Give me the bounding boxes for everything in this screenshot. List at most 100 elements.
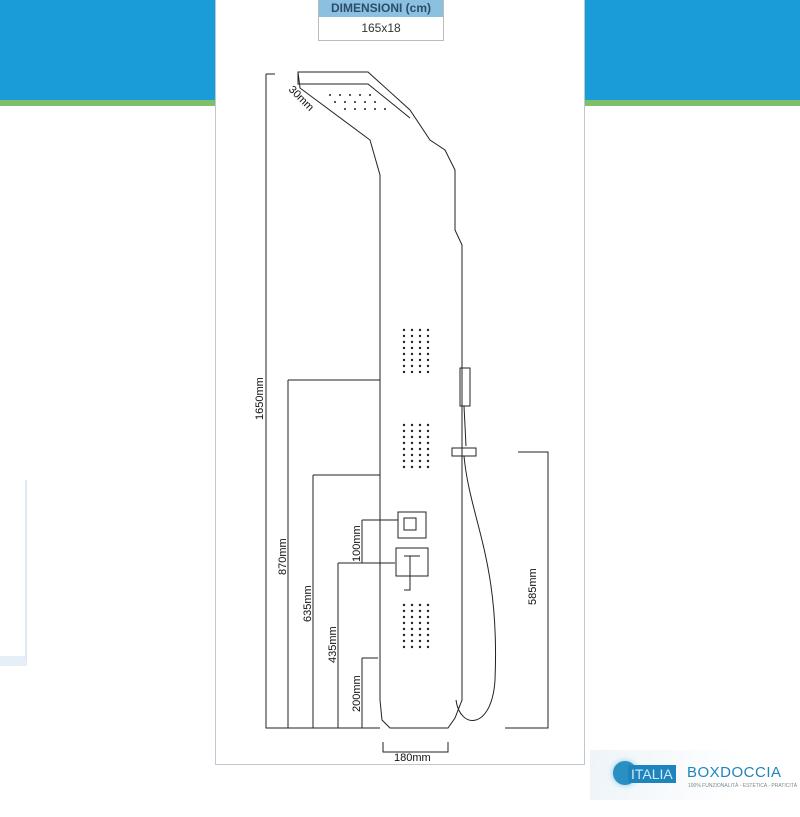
jet-nozzle <box>402 334 406 338</box>
jet-nozzle <box>402 423 406 427</box>
jet-nozzle <box>426 370 430 374</box>
jet-nozzle <box>410 453 414 457</box>
mixer-lever <box>404 555 420 591</box>
jet-nozzle <box>410 358 414 362</box>
jet-nozzle <box>402 340 406 344</box>
dimensions-value: 165x18 <box>319 17 443 40</box>
jet-nozzle <box>410 603 414 607</box>
jet-nozzle <box>410 609 414 613</box>
jet-nozzle <box>418 334 422 338</box>
jet-nozzle <box>418 364 422 368</box>
dim-635 <box>312 474 380 728</box>
dimensions-table: DIMENSIONI (cm) 165x18 <box>318 0 444 41</box>
logo-italia: ITALIA <box>628 765 676 783</box>
jet-nozzle <box>426 459 430 463</box>
jet-nozzle <box>426 615 430 619</box>
jet-nozzle <box>410 435 414 439</box>
jet-nozzle <box>426 358 430 362</box>
jet-nozzle <box>426 441 430 445</box>
jet-nozzle <box>410 627 414 631</box>
hand-shower <box>459 367 471 407</box>
jet-nozzle <box>418 429 422 433</box>
dim-200 <box>361 657 378 728</box>
jet-nozzle <box>426 352 430 356</box>
jet-nozzle <box>402 615 406 619</box>
jet-nozzle <box>402 370 406 374</box>
jet-nozzle <box>410 645 414 649</box>
jet-nozzle <box>402 358 406 362</box>
jet-nozzle <box>418 423 422 427</box>
label-870mm: 870mm <box>277 538 289 575</box>
jet-nozzle <box>410 441 414 445</box>
dimensions-header: DIMENSIONI (cm) <box>319 0 443 17</box>
jet-nozzle <box>426 453 430 457</box>
jet-nozzle <box>418 346 422 350</box>
jet-nozzle <box>418 340 422 344</box>
logo-boxdoccia: BOXDOCCIA <box>687 764 782 781</box>
product-image-panel <box>215 0 585 765</box>
italiaboxdoccia-logo[interactable]: ITALIA BOXDOCCIA 100% FUNZIONALITÀ - EST… <box>590 750 800 800</box>
jet-nozzle <box>410 340 414 344</box>
label-435mm: 435mm <box>327 626 339 663</box>
jet-nozzle <box>402 645 406 649</box>
jet-nozzle <box>418 459 422 463</box>
jet-nozzle <box>410 465 414 469</box>
diverter-knob <box>403 517 417 531</box>
dim-585 <box>505 451 549 729</box>
jet-nozzle <box>402 633 406 637</box>
label-180mm: 180mm <box>394 752 431 764</box>
dim-180 <box>382 742 449 753</box>
header-band-left <box>0 0 216 106</box>
jet-nozzle <box>418 609 422 613</box>
jet-nozzle <box>410 621 414 625</box>
jet-nozzle <box>426 633 430 637</box>
jet-nozzle <box>402 627 406 631</box>
jet-nozzle <box>418 453 422 457</box>
dim-100 <box>361 519 398 563</box>
jet-nozzle <box>426 465 430 469</box>
jet-nozzle <box>402 346 406 350</box>
jet-nozzle <box>402 441 406 445</box>
jet-nozzle <box>426 447 430 451</box>
hose <box>455 455 497 721</box>
jet-nozzle <box>410 364 414 368</box>
label-585mm: 585mm <box>527 568 539 605</box>
diverter-control <box>397 511 427 539</box>
jet-nozzle <box>402 352 406 356</box>
jet-nozzle <box>410 459 414 463</box>
hand-shower-holder <box>451 405 477 457</box>
jet-nozzle <box>426 346 430 350</box>
jet-nozzle <box>418 633 422 637</box>
jet-nozzle <box>410 346 414 350</box>
jet-nozzle <box>418 465 422 469</box>
label-1650mm: 1650mm <box>254 377 266 420</box>
jet-nozzle <box>402 609 406 613</box>
body-jets <box>402 328 430 649</box>
jet-nozzle <box>426 340 430 344</box>
jet-nozzle <box>426 429 430 433</box>
jet-nozzle <box>410 352 414 356</box>
jet-nozzle <box>418 447 422 451</box>
jet-nozzle <box>402 621 406 625</box>
panel-outline <box>297 71 463 729</box>
jet-nozzle <box>426 609 430 613</box>
jet-nozzle <box>426 435 430 439</box>
mixer-control <box>395 547 429 577</box>
jet-nozzle <box>418 328 422 332</box>
jet-nozzle <box>410 370 414 374</box>
jet-nozzle <box>418 639 422 643</box>
jet-nozzle <box>426 423 430 427</box>
jet-nozzle <box>426 621 430 625</box>
jet-nozzle <box>402 453 406 457</box>
head-nozzles <box>329 94 386 110</box>
jet-nozzle <box>402 465 406 469</box>
dim-total <box>265 73 380 729</box>
jet-nozzle <box>402 639 406 643</box>
jet-nozzle <box>426 645 430 649</box>
jet-nozzle <box>410 334 414 338</box>
dim-870 <box>287 379 380 728</box>
jet-nozzle <box>410 633 414 637</box>
logo-tagline: 100% FUNZIONALITÀ - ESTETICA - PRATICITÀ <box>688 783 798 789</box>
jet-nozzle <box>418 615 422 619</box>
